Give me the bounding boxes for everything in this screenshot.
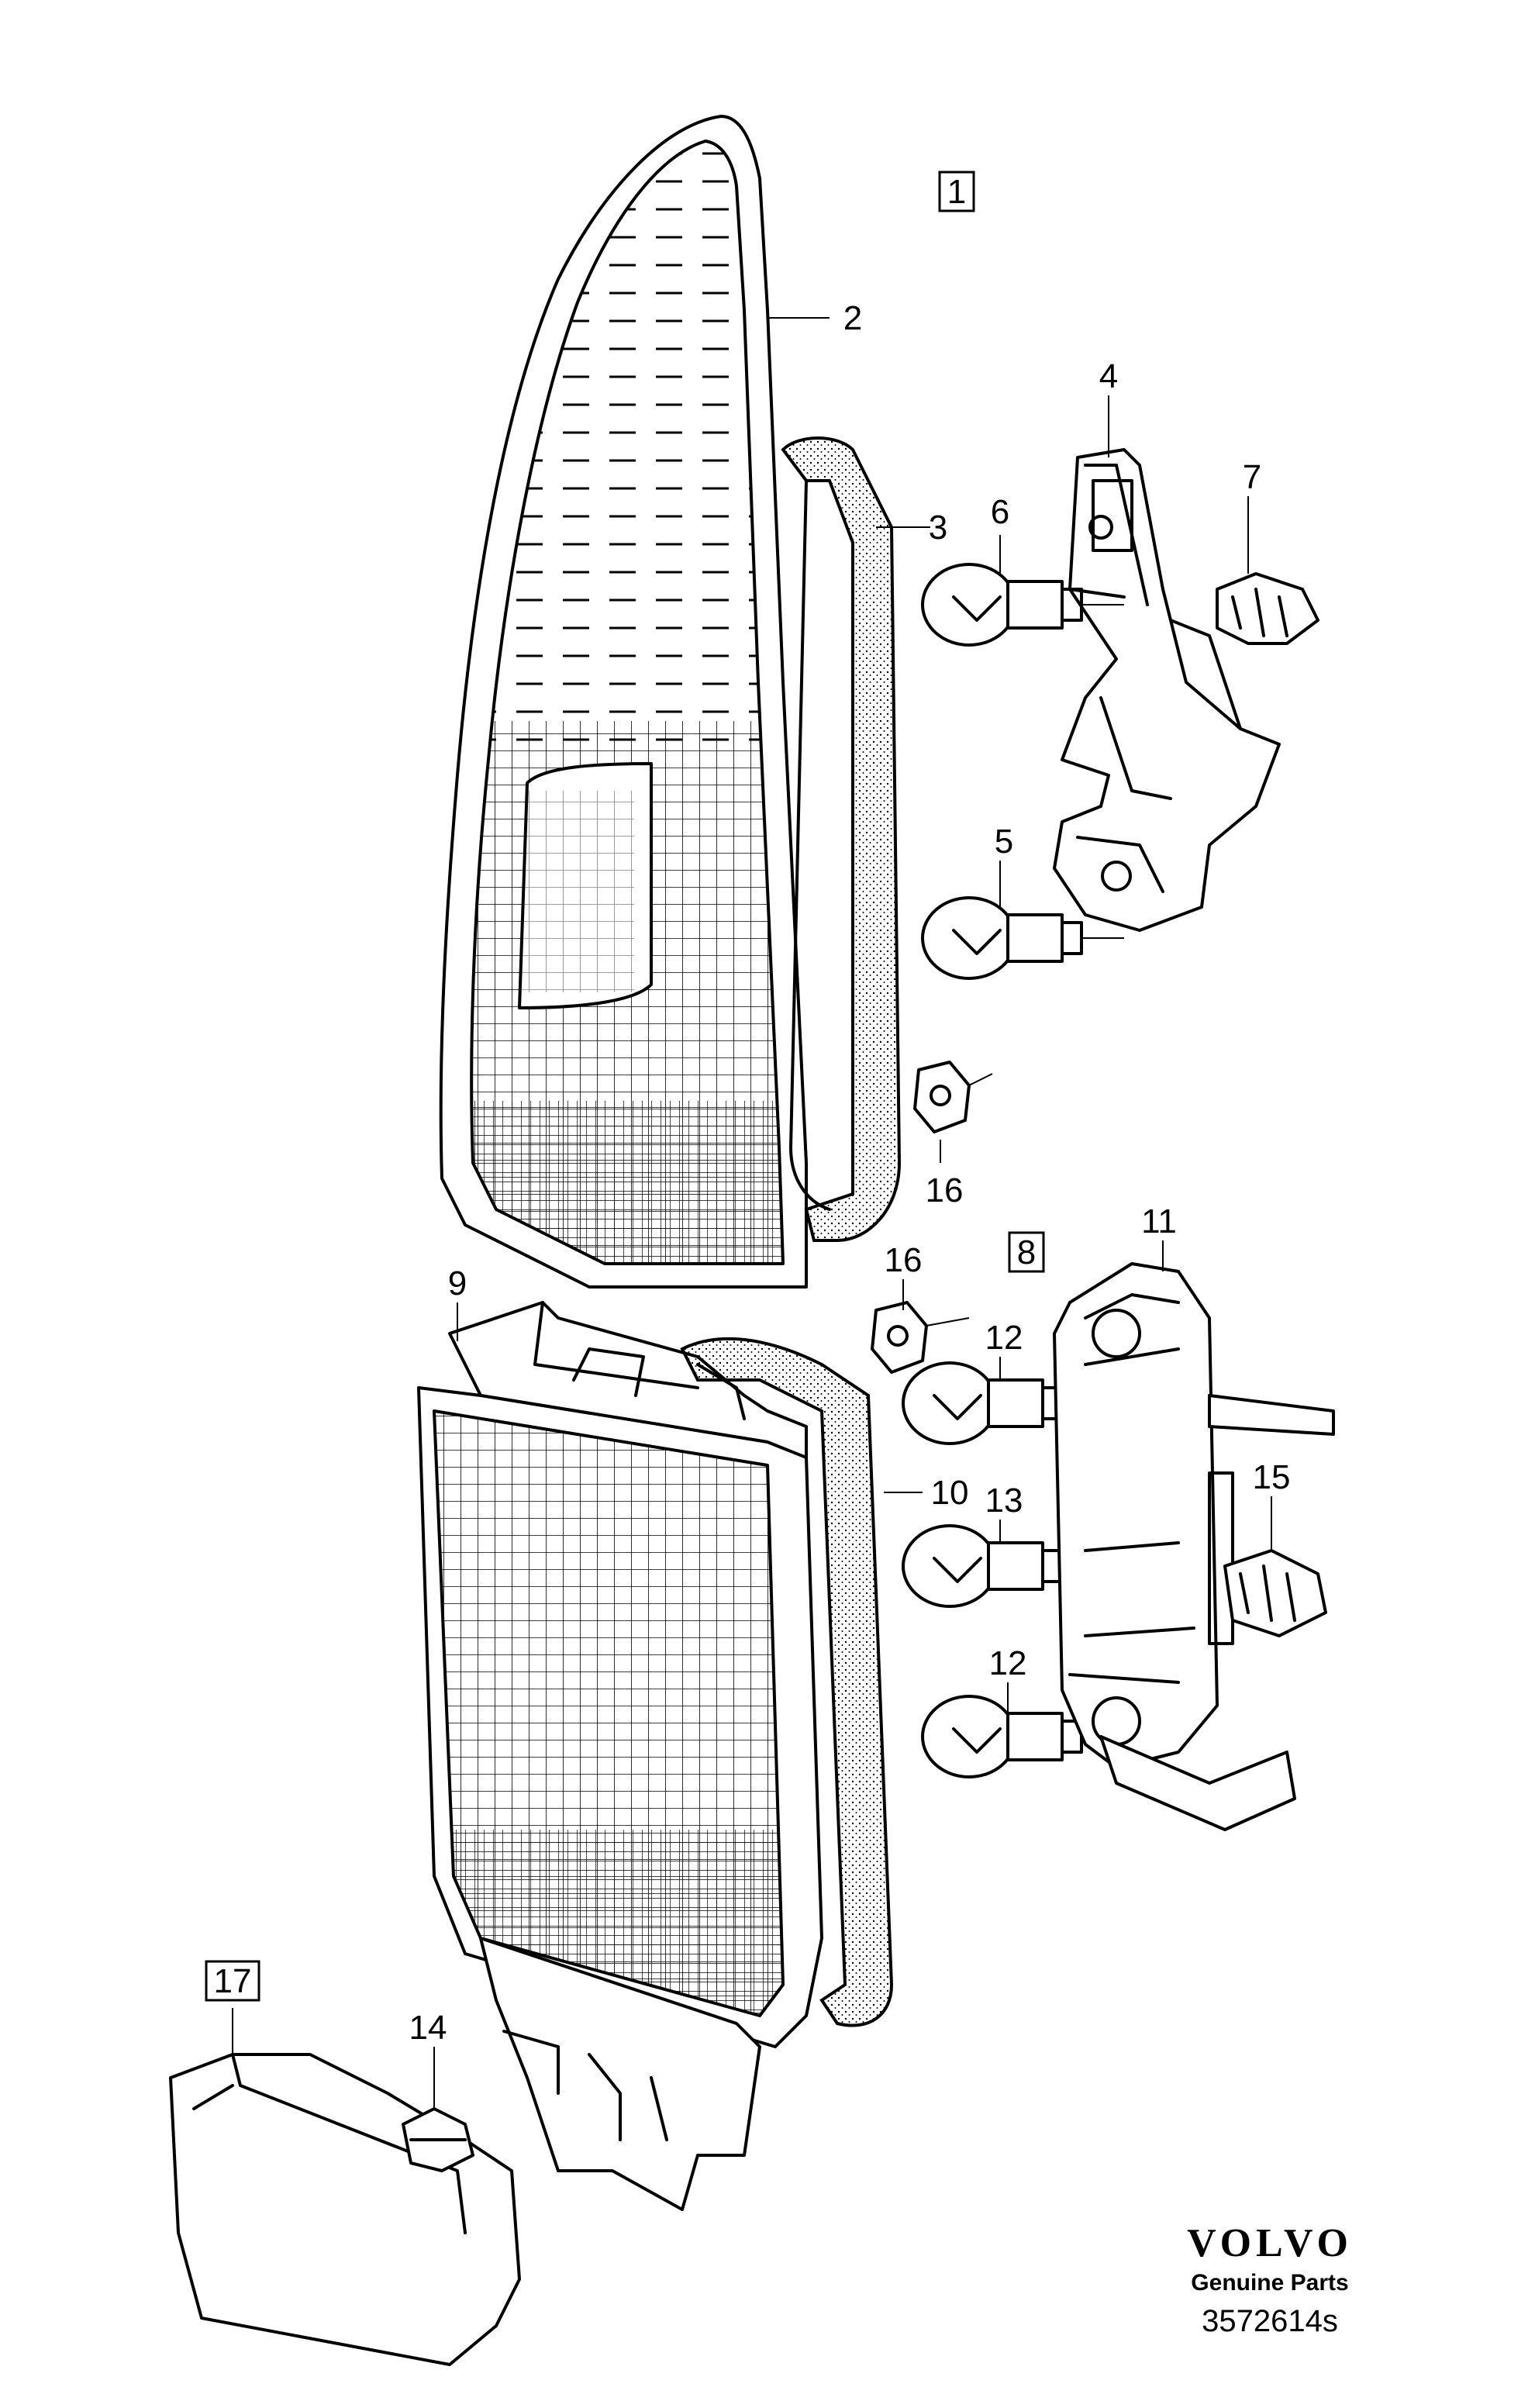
- callout-5: 5: [995, 823, 1013, 861]
- bulb-5: [921, 896, 1124, 980]
- callout-labels: 1 2 3 4 6 7 5 16 8 16 11 9 12 10 13 15 1…: [205, 171, 1291, 2047]
- callout-15: 15: [1253, 1458, 1291, 1496]
- brand-block: VOLVO Genuine Parts 3572614s: [1177, 2223, 1363, 2339]
- lower-lamp-housing: [417, 1301, 823, 2211]
- callout-4: 4: [1099, 357, 1118, 395]
- callout-16-upper: 16: [926, 1171, 964, 1209]
- reflector-cover: [169, 2053, 521, 2366]
- callout-14: 14: [409, 2009, 447, 2047]
- bulb-6: [921, 563, 1124, 647]
- callout-8: 8: [1017, 1233, 1036, 1271]
- callout-1: 1: [947, 173, 966, 211]
- lower-connector: [1223, 1496, 1327, 1637]
- lower-bulb-holder: [1053, 1262, 1335, 1831]
- callout-9: 9: [448, 1264, 467, 1302]
- diagram-code: 3572614s: [1202, 2304, 1338, 2338]
- bulb-13: [902, 1524, 1109, 1608]
- bulb-12-lower: [921, 1695, 1116, 1778]
- upper-gasket: [781, 436, 902, 1242]
- callout-10: 10: [931, 1474, 969, 1512]
- upper-lamp-lens: [439, 115, 808, 1289]
- nut-16-upper: [913, 1061, 993, 1133]
- callout-2: 2: [843, 299, 862, 337]
- upper-bulb-holder: [1053, 448, 1281, 932]
- callout-3: 3: [929, 509, 947, 547]
- brand-name: VOLVO: [1187, 2221, 1353, 2265]
- leader-lines: [232, 317, 1164, 2054]
- callout-11: 11: [1141, 1202, 1177, 1240]
- callout-6: 6: [991, 493, 1009, 531]
- callout-16-lower: 16: [885, 1241, 923, 1279]
- brand-subtitle: Genuine Parts: [1191, 2270, 1349, 2296]
- callout-17: 17: [214, 1962, 252, 2000]
- nut-16-lower: [871, 1301, 970, 1374]
- upper-connector: [1216, 496, 1319, 645]
- lower-gasket: [680, 1337, 894, 2027]
- callout-13: 13: [985, 1482, 1023, 1520]
- callout-12-lower: 12: [989, 1644, 1027, 1682]
- callout-7: 7: [1243, 458, 1261, 496]
- callout-12-upper: 12: [985, 1319, 1023, 1357]
- bulb-12-upper: [902, 1361, 1109, 1445]
- clip-14: [402, 2047, 474, 2172]
